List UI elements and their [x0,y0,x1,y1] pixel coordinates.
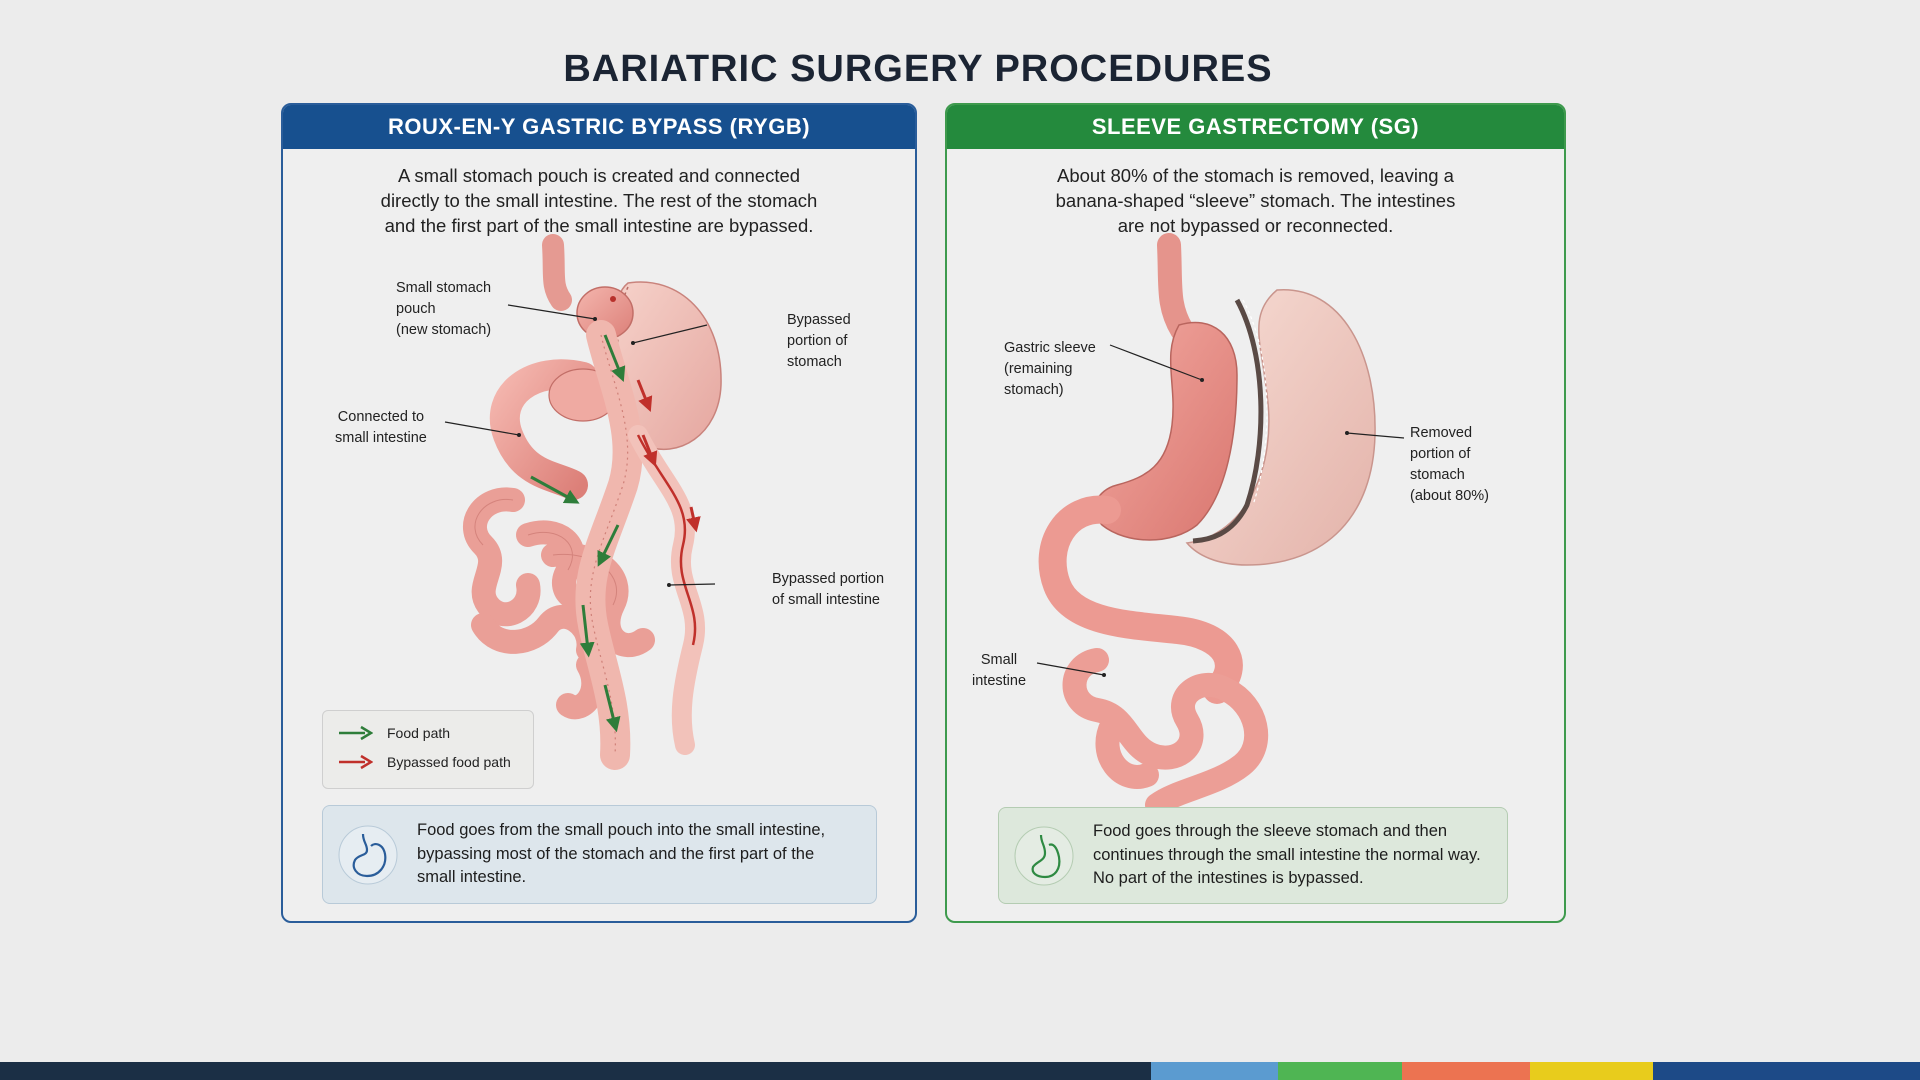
label-line: (new stomach) [396,322,492,338]
footer-color-bar [0,1062,1920,1080]
footer-segment [1151,1062,1278,1080]
legend-food-path: Food path [337,723,450,743]
stomach-icon [338,825,398,884]
intestine-coils [1062,648,1269,817]
rygb-description-line: A small stomach pouch is created and con… [397,165,801,186]
note-line: small intestine. [417,868,527,887]
label-bypassed-intestine: Bypassed portion of small intestine [772,569,884,611]
label-line: Removed [1410,425,1473,441]
legend-bypassed-path: Bypassed food path [337,752,511,772]
note-line: Food goes from the small pouch into the … [417,821,826,840]
esophagus [542,234,572,311]
sg-note: Food goes through the sleeve stomach and… [998,807,1508,904]
label-bypassed-stomach: Bypassed portion of stomach [787,310,851,373]
sg-description-line: banana-shaped “sleeve” stomach. The inte… [1055,190,1456,211]
rygb-description-line: and the first part of the small intestin… [384,215,814,236]
label-line: (remaining [1004,361,1073,377]
label-line: Bypassed portion [772,571,885,587]
sg-description-line: are not bypassed or reconnected. [1117,215,1394,236]
label-line: Connected to [337,409,425,425]
label-line: stomach [787,354,842,370]
footer-segment [1402,1062,1530,1080]
label-stomach-pouch: Small stomach pouch (new stomach) [396,278,491,341]
sg-description-line: About 80% of the stomach is removed, lea… [1057,165,1454,186]
rygb-header: ROUX-EN-Y GASTRIC BYPASS (RYGB) [283,105,915,149]
esophagus [1157,233,1194,342]
label-line: pouch [396,301,436,317]
note-line: continues through the small intestine th… [1093,845,1481,864]
label-removed-portion: Removed portion of stomach (about 80%) [1410,423,1489,507]
rygb-panel: ROUX-EN-Y GASTRIC BYPASS (RYGB) A small … [281,103,917,923]
label-line: of small intestine [772,592,880,608]
legend-bypassed-path-label: Bypassed food path [387,754,511,770]
legend-food-path-label: Food path [387,725,451,741]
note-line: No part of the intestines is bypassed. [1093,869,1364,888]
gastric-sleeve [1094,321,1238,541]
label-small-intestine: Small intestine [972,650,1026,692]
rygb-note-text: Food goes from the small pouch into the … [417,819,825,890]
page-title: BARIATRIC SURGERY PROCEDURES [563,48,1273,90]
label-line: small intestine [335,430,427,446]
sg-illustration [1036,233,1405,817]
label-line: portion of [787,333,848,349]
label-line: (about 80%) [1410,488,1489,504]
note-line: bypassing most of the stomach and the fi… [417,844,815,863]
rygb-illustration [444,234,722,770]
red-arrow-icon [339,754,373,770]
label-line: Small [980,652,1018,668]
label-line: Small stomach [396,280,492,296]
bypassed-path-arrows [636,379,701,533]
rygb-description-line: directly to the small intestine. The res… [380,190,818,211]
sg-panel: SLEEVE GASTRECTOMY (SG) About 80% of the… [945,103,1566,923]
label-line: stomach [1410,467,1465,483]
legend: Food path Bypassed food path [322,710,534,789]
duodenum [1038,495,1243,704]
label-line: portion of [1410,446,1471,462]
footer-segment [0,1062,1151,1080]
rygb-description: A small stomach pouch is created and con… [313,163,885,238]
sg-description: About 80% of the stomach is removed, lea… [977,163,1534,238]
label-line: Bypassed [787,312,851,328]
footer-segment [1530,1062,1653,1080]
label-line: intestine [972,673,1027,689]
green-arrow-icon [339,725,373,741]
footer-segment [1653,1062,1920,1080]
stomach-icon [1014,826,1074,885]
upper-loop [489,359,598,500]
food-path-arrows [530,334,626,733]
rygb-note: Food goes from the small pouch into the … [322,805,877,904]
label-connected-intestine: Connected to small intestine [335,407,427,449]
footer-segment [1278,1062,1402,1080]
sg-header: SLEEVE GASTRECTOMY (SG) [947,105,1564,149]
label-line: Gastric sleeve [1004,340,1096,356]
label-gastric-sleeve: Gastric sleeve (remaining stomach) [1004,338,1096,401]
note-line: Food goes through the sleeve stomach and… [1093,822,1448,841]
label-line: stomach) [1004,382,1064,398]
sg-note-text: Food goes through the sleeve stomach and… [1093,820,1481,891]
